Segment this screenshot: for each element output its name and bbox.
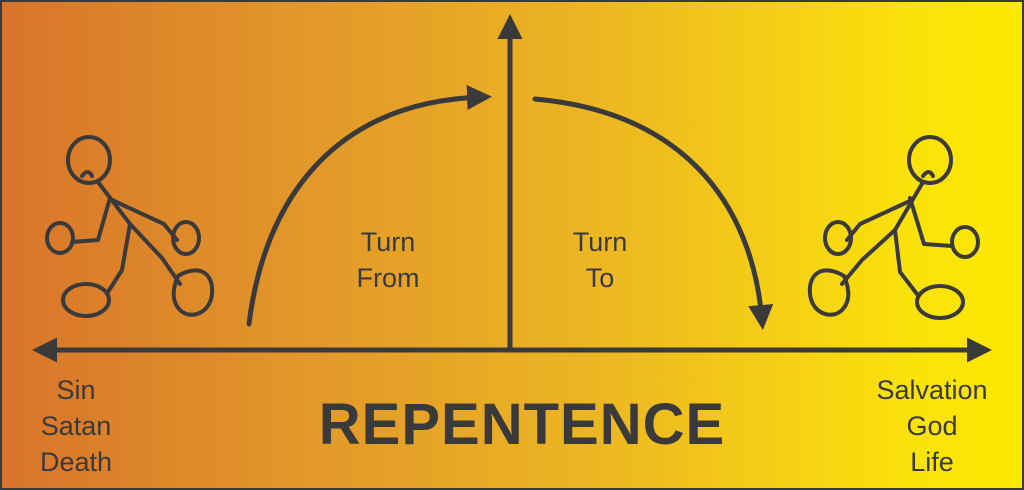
- left-label-sin: Sin: [56, 375, 96, 405]
- turn-from-line1: Turn: [360, 227, 416, 257]
- right-label-salvation: Salvation: [876, 375, 988, 405]
- turn-to-label: Turn To: [540, 224, 660, 296]
- right-walker-icon: [807, 135, 980, 320]
- turn-from-line2: From: [356, 263, 420, 293]
- left-label-death: Death: [39, 447, 113, 477]
- turn-to-line2: To: [585, 263, 615, 293]
- left-labels: Sin Satan Death: [16, 372, 136, 480]
- turn-to-line1: Turn: [572, 227, 628, 257]
- right-label-god: God: [906, 411, 958, 441]
- turn-from-arc: [246, 85, 492, 327]
- right-label-life: Life: [910, 447, 954, 477]
- turn-to-arc: [532, 96, 774, 330]
- diagram-title: REPENTENCE: [318, 392, 726, 457]
- left-walker-icon: [45, 135, 215, 318]
- turn-from-label: Turn From: [328, 224, 448, 296]
- left-label-satan: Satan: [40, 411, 112, 441]
- right-labels: Salvation God Life: [852, 372, 1012, 480]
